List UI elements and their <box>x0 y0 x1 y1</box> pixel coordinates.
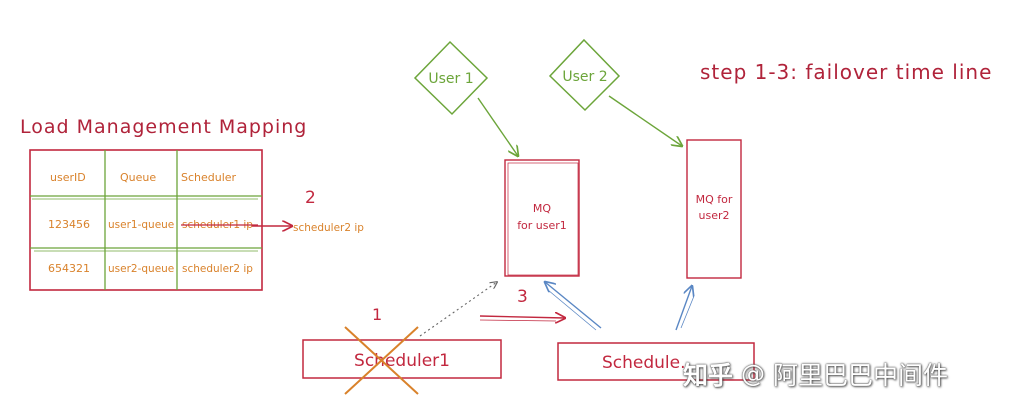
mq-user1-line2: for user1 <box>517 219 567 232</box>
user1-label: User 1 <box>428 71 473 87</box>
scheduler2-to-mq-user1-arrow <box>545 282 602 329</box>
scheduler1-label: Scheduler1 <box>354 351 450 371</box>
failure-cross-b <box>344 326 419 395</box>
mq-user2-line1: MQ for <box>696 193 733 206</box>
updated-scheduler-ip: scheduler2 ip <box>293 222 364 234</box>
step-1-label: 1 <box>372 305 382 324</box>
header-scheduler: Scheduler <box>181 171 237 184</box>
scheduler2-box: Schedule... <box>557 342 755 381</box>
user2-to-mq-arrow <box>608 95 682 146</box>
step-3-arrow <box>479 316 565 318</box>
user2-label: User 2 <box>562 69 607 85</box>
user2-node: User 2 <box>548 38 621 112</box>
mq-user2-line2: user2 <box>699 209 730 222</box>
zhihu-watermark: 知乎 @ 阿里巴巴中间件 <box>683 356 1003 392</box>
load-management-title: Load Management Mapping <box>20 116 308 138</box>
zhihu-logo: 知乎 <box>683 361 734 390</box>
scheduler2-to-mq-user2-arrow <box>675 286 692 331</box>
row2-queue: user2-queue <box>108 263 174 275</box>
scheduler2-label: Schedule... <box>602 353 696 373</box>
step-3-label: 3 <box>517 287 528 307</box>
row2-scheduler: scheduler2 ip <box>182 263 253 275</box>
failover-timeline-title: step 1-3: failover time line <box>700 60 993 84</box>
step-3-arrow-shadow <box>479 319 557 322</box>
scheduler1-dotted-link <box>419 282 497 337</box>
row2-userid: 654321 <box>48 262 90 275</box>
watermark-author: 阿里巴巴中间件 <box>773 361 949 390</box>
scheduler1-box: Scheduler1 <box>302 326 502 395</box>
mq-user2-box: MQ for user2 <box>686 139 742 279</box>
load-management-table: userID Queue Scheduler 123456 user1-queu… <box>29 149 263 291</box>
mq-user1-box: MQ for user1 <box>504 159 580 277</box>
step-2-label: 2 <box>305 188 316 208</box>
scheduler2-to-mq-user1-arrow-shadow <box>547 289 597 331</box>
row1-userid: 123456 <box>48 218 90 231</box>
scheduler2-to-mq-user2-arrow-shadow <box>680 295 695 329</box>
mq-user1-line1: MQ <box>533 202 551 215</box>
user1-node: User 1 <box>413 40 489 116</box>
at-icon: @ <box>741 360 766 388</box>
header-userid: userID <box>50 171 86 184</box>
header-queue: Queue <box>120 171 156 184</box>
user1-to-mq-arrow <box>477 97 518 156</box>
row1-queue: user1-queue <box>108 219 174 231</box>
